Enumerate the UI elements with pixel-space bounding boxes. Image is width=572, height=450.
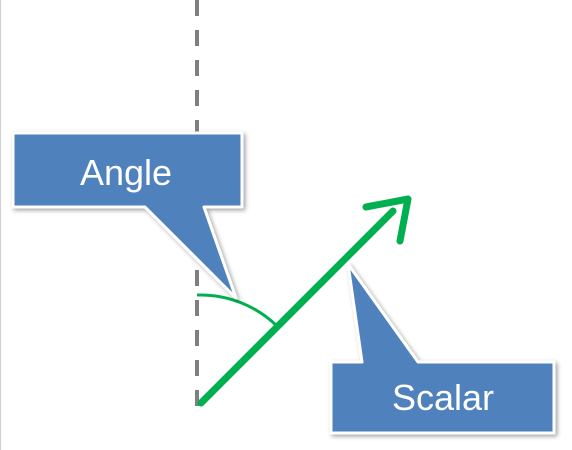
angle-label: Angle — [80, 152, 172, 193]
angle-arc — [196, 293, 279, 328]
vector-arrowhead — [362, 195, 412, 245]
scalar-callout — [329, 262, 556, 435]
scalar-label: Scalar — [392, 377, 494, 418]
vector-arrow-shaft — [197, 207, 397, 407]
angle-callout — [11, 131, 244, 300]
